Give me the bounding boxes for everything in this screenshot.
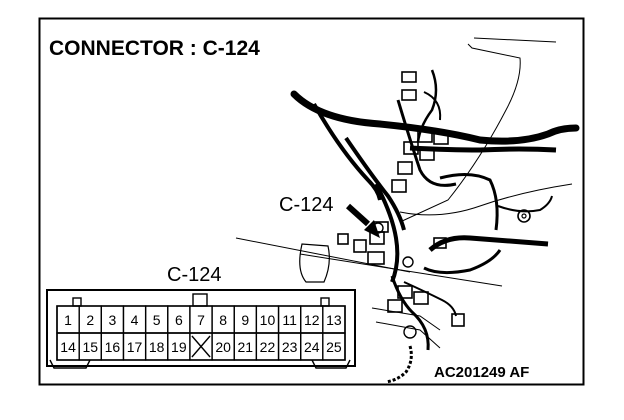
pin-number: 9 — [241, 312, 249, 328]
pin-number: 15 — [82, 339, 98, 355]
diagram-border — [38, 17, 585, 386]
wiring-harness-illustration — [235, 37, 580, 384]
pin-number: 17 — [127, 339, 143, 355]
pin-number: 11 — [282, 312, 297, 328]
pin-number: 19 — [171, 339, 187, 355]
pin-number: 23 — [282, 339, 298, 355]
pin-cell — [322, 332, 346, 361]
connector-face-view — [46, 289, 356, 369]
pin-number: 25 — [326, 339, 342, 355]
pin-number: 10 — [260, 312, 276, 328]
pin-number: 21 — [238, 339, 254, 355]
pin-number: 13 — [326, 312, 342, 328]
pin-number: 14 — [60, 339, 76, 355]
pin-number: 3 — [108, 312, 116, 328]
harness-callout-label: C-124 — [279, 194, 333, 216]
pin-number: 2 — [86, 312, 94, 328]
diagram-title: CONNECTOR : C-124 — [49, 37, 260, 60]
pin-number: 7 — [197, 312, 205, 328]
pin-number: 12 — [304, 312, 320, 328]
pin-number: 24 — [304, 339, 320, 355]
pin-number: 16 — [105, 339, 121, 355]
callout-arrow — [345, 203, 380, 238]
pin-number: 8 — [219, 312, 227, 328]
pin-number: 20 — [215, 339, 231, 355]
pin-number: 18 — [149, 339, 165, 355]
pin-number: 1 — [64, 312, 72, 328]
pin-number: 4 — [131, 312, 139, 328]
pin-number: 6 — [175, 312, 183, 328]
pin-number: 5 — [153, 312, 161, 328]
pin-number: 22 — [260, 339, 276, 355]
reference-code: AC201249 AF — [434, 364, 529, 381]
unused-pin-cross — [191, 335, 211, 358]
connector-face-label: C-124 — [167, 264, 221, 286]
